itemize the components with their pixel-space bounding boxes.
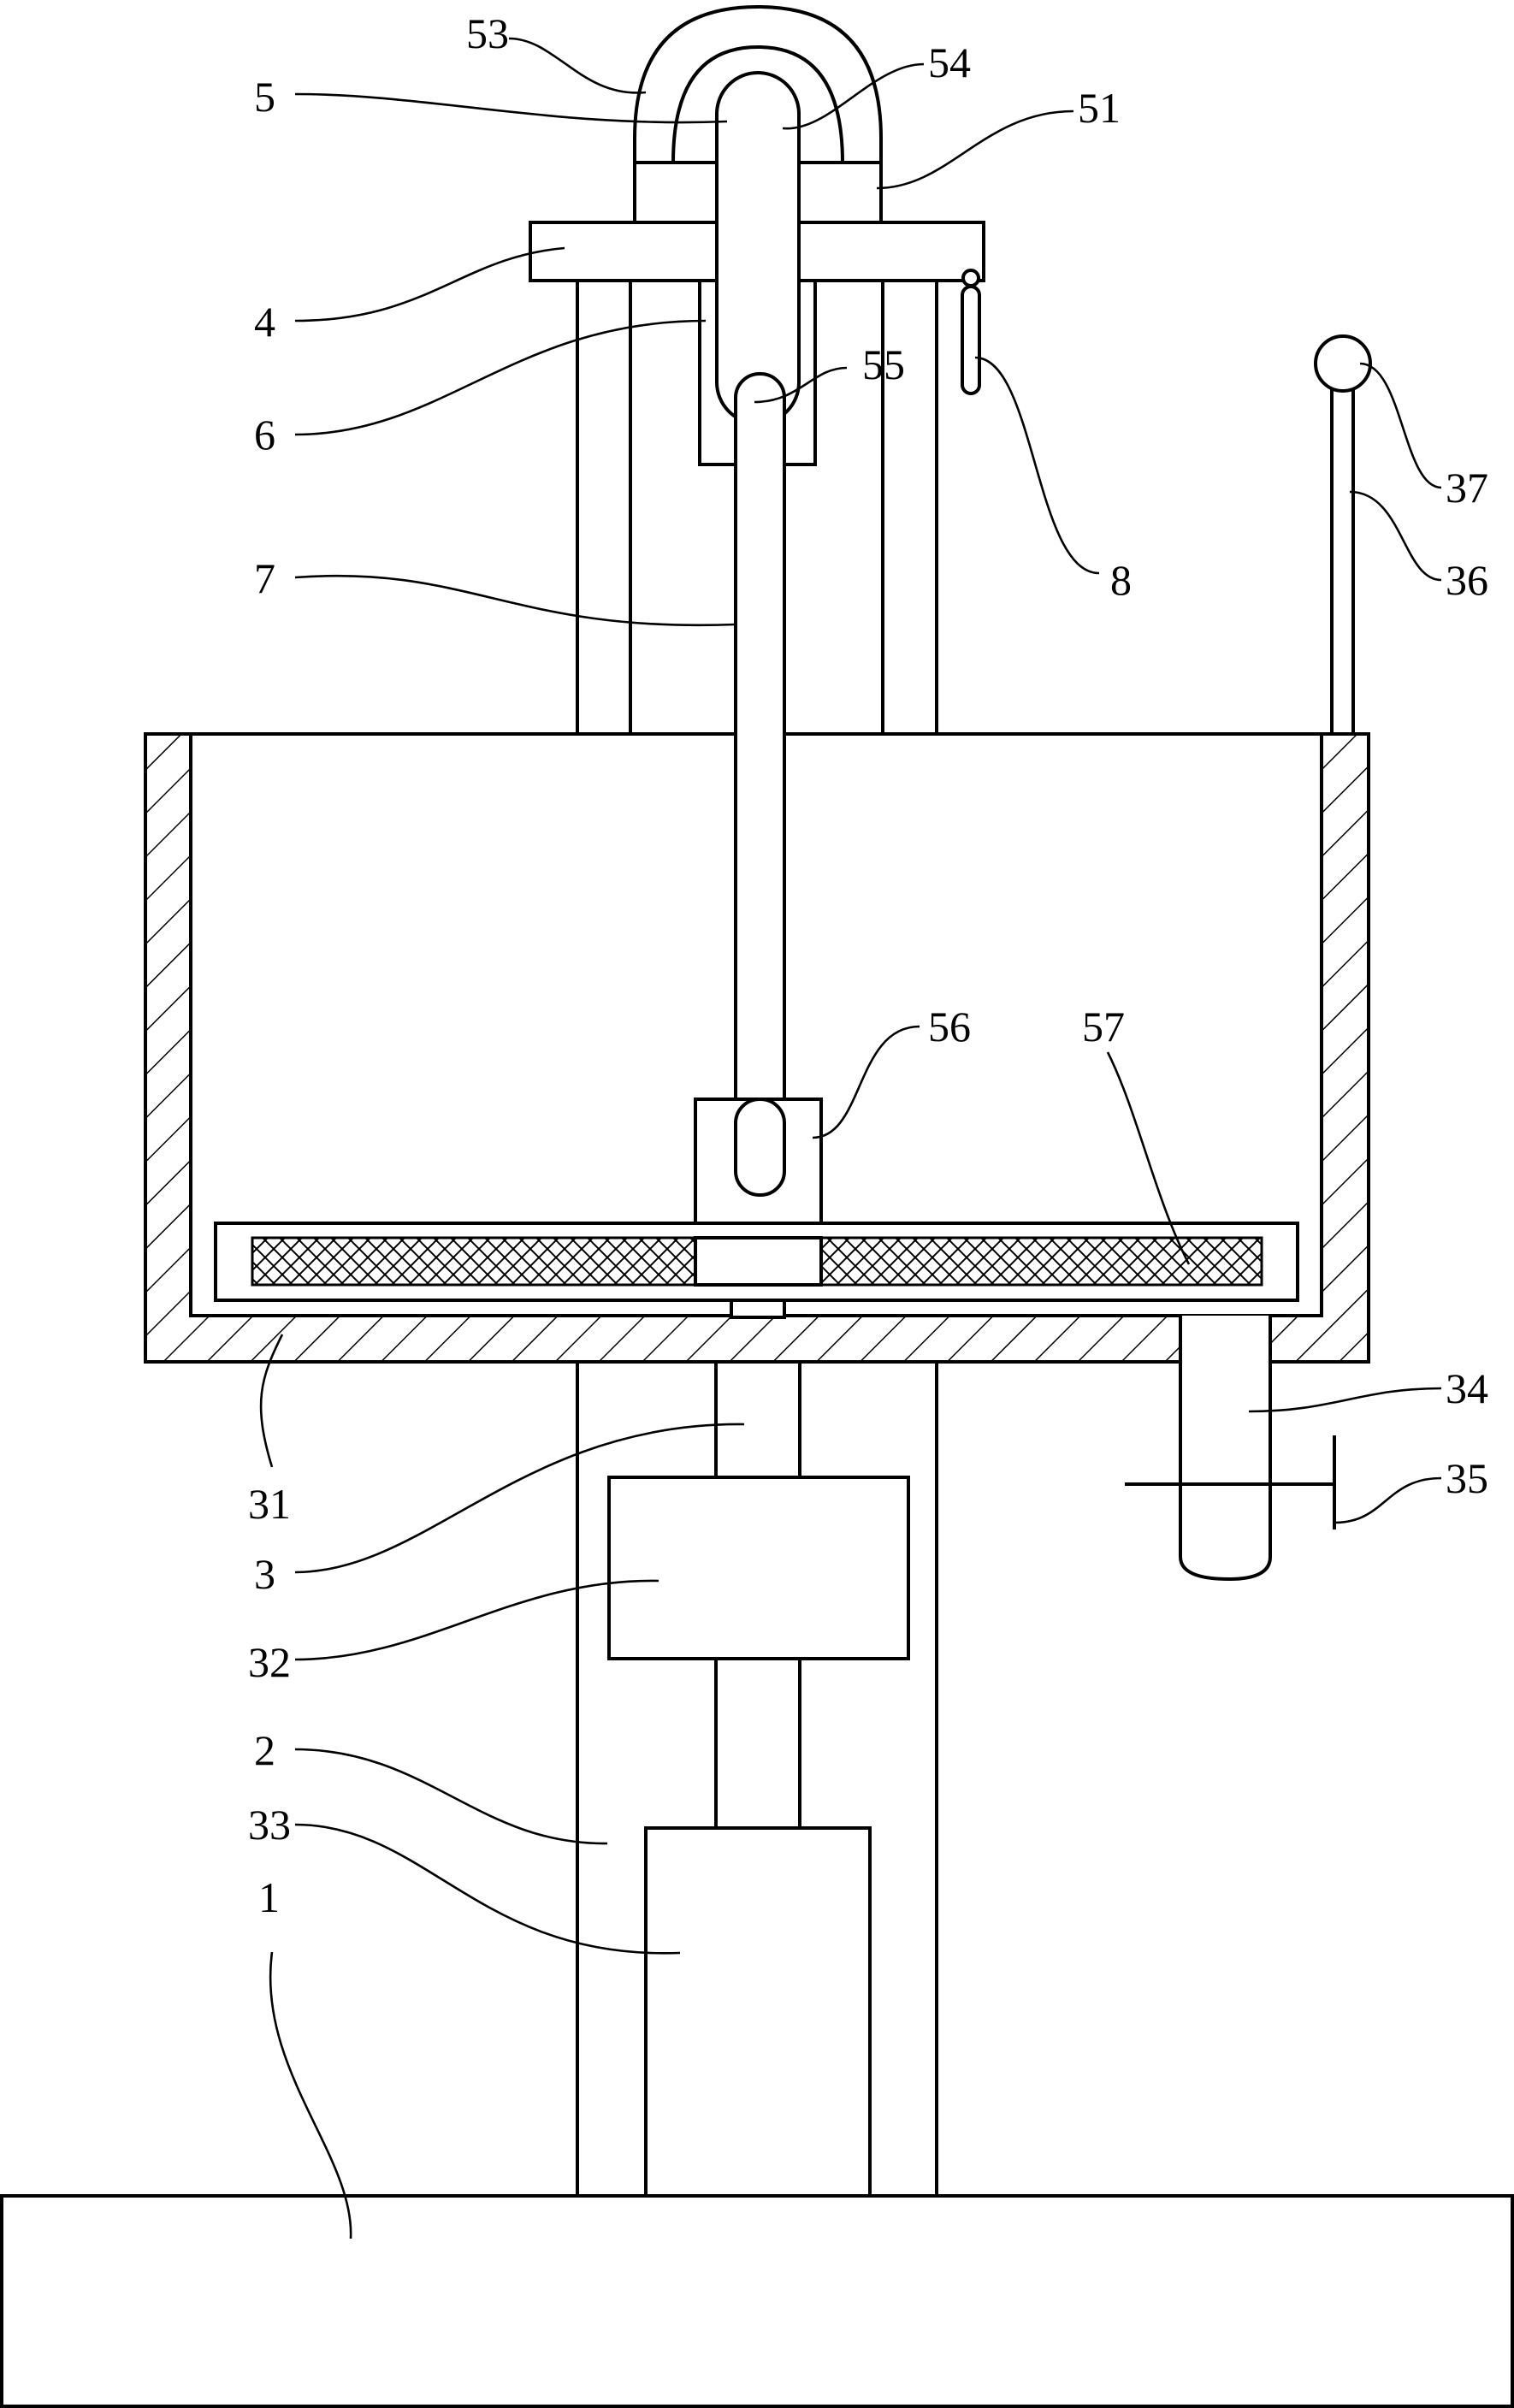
label-35: 35: [1446, 1454, 1488, 1502]
leader-8: [974, 356, 1100, 575]
left-slider-block: [633, 161, 722, 224]
right-slider-block: [794, 161, 883, 224]
leader-37: [1359, 362, 1442, 489]
leader-3: [294, 1423, 745, 1574]
level-rod: [1330, 385, 1355, 736]
latch-pin: [961, 269, 980, 287]
label-33: 33: [248, 1801, 291, 1849]
leader-35: [1334, 1476, 1442, 1524]
label-8: 8: [1110, 556, 1132, 604]
hook-arc: [633, 4, 883, 164]
label-5: 5: [254, 73, 275, 121]
label-51: 51: [1078, 84, 1121, 132]
base-plate: [0, 2194, 1514, 2408]
label-7: 7: [254, 554, 275, 602]
leader-31: [259, 1334, 284, 1468]
rod-lower-end: [734, 1098, 786, 1197]
label-6: 6: [254, 411, 275, 459]
label-55: 55: [862, 340, 905, 388]
bearing-block: [607, 1476, 910, 1660]
filter-mesh-left: [251, 1236, 697, 1287]
leader-7: [294, 574, 736, 627]
connecting-rod: [734, 372, 786, 1197]
motor: [644, 1826, 872, 2198]
leader-33: [294, 1823, 681, 1955]
leader-34: [1248, 1387, 1442, 1413]
leader-1: [269, 1951, 352, 2239]
leader-2: [294, 1748, 608, 1845]
label-57: 57: [1082, 1003, 1125, 1050]
leader-6: [294, 319, 707, 436]
label-2: 2: [254, 1726, 275, 1774]
filter-mesh-right: [819, 1236, 1263, 1287]
leader-4: [294, 246, 565, 322]
drain-pipe: [1179, 1316, 1272, 1582]
latch: [961, 285, 981, 395]
leader-32: [294, 1579, 659, 1661]
label-34: 34: [1446, 1364, 1488, 1412]
label-4: 4: [254, 298, 275, 346]
leader-56: [812, 1025, 920, 1139]
label-31: 31: [248, 1480, 291, 1528]
leader-53: [508, 37, 647, 94]
shaft-through-tank: [730, 1299, 786, 1319]
level-ball: [1314, 334, 1372, 393]
label-53: 53: [466, 9, 509, 57]
label-36: 36: [1446, 556, 1488, 604]
label-32: 32: [248, 1638, 291, 1686]
label-3: 3: [254, 1550, 275, 1598]
leader-5: [294, 92, 728, 124]
label-56: 56: [928, 1003, 971, 1050]
label-37: 37: [1446, 464, 1488, 512]
label-1: 1: [258, 1873, 280, 1921]
coupling-hub: [694, 1236, 823, 1287]
leader-36: [1349, 490, 1442, 582]
leader-54: [782, 62, 925, 130]
leader-51: [876, 109, 1074, 190]
label-54: 54: [928, 38, 971, 86]
hanging-link: [715, 71, 801, 425]
leader-57: [1106, 1051, 1191, 1265]
leader-55: [754, 366, 848, 404]
